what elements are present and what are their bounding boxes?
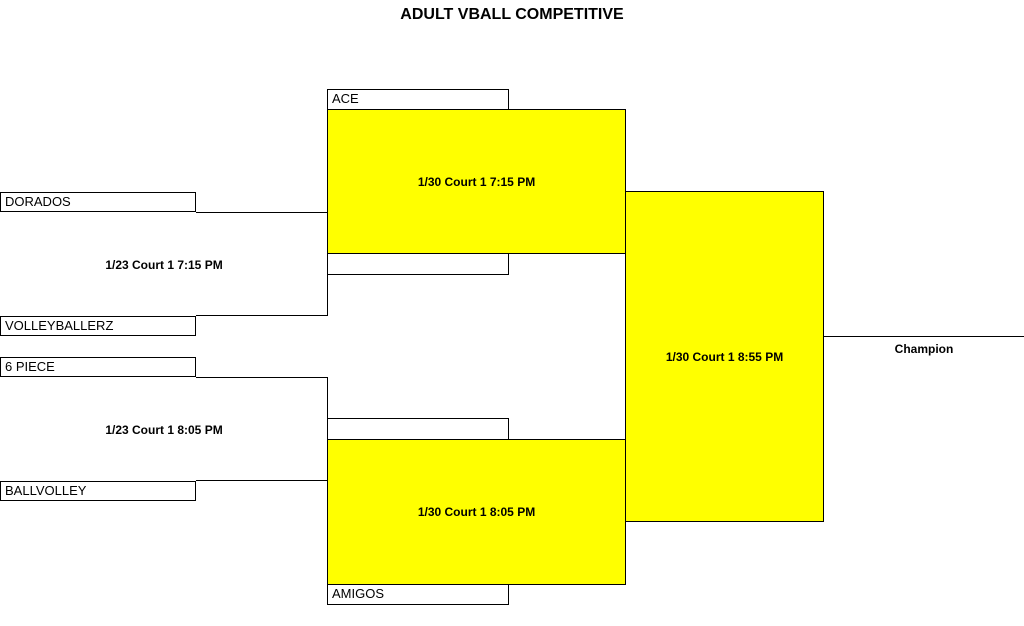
champion-label: Champion xyxy=(894,342,954,356)
team-slot-6-piece: 6 PIECE xyxy=(0,357,196,377)
team-slot-ace: ACE xyxy=(327,89,509,110)
bracket-title: ADULT VBALL COMPETITIVE xyxy=(400,6,624,23)
team-slot-r2-empty-1 xyxy=(327,253,509,275)
match-label-r2-1: 1/30 Court 1 7:15 PM xyxy=(417,175,536,189)
team-slot-ballvolley: BALLVOLLEY xyxy=(0,481,196,501)
connector-line xyxy=(196,212,328,213)
match-label-r2-2: 1/30 Court 1 8:05 PM xyxy=(417,505,536,519)
match-box-r2-1 xyxy=(327,109,626,254)
match-label-r1-2: 1/23 Court 1 8:05 PM xyxy=(105,423,223,437)
connector-line xyxy=(196,315,328,316)
match-label-final: 1/30 Court 1 8:55 PM xyxy=(665,350,784,364)
team-slot-dorados: DORADOS xyxy=(0,192,196,212)
connector-line xyxy=(196,377,328,378)
match-label-r1-1: 1/23 Court 1 7:15 PM xyxy=(105,258,223,272)
team-slot-volleyballerz: VOLLEYBALLERZ xyxy=(0,316,196,336)
team-slot-r2-empty-2 xyxy=(327,418,509,440)
match-box-r2-2 xyxy=(327,439,626,585)
connector-line xyxy=(196,480,328,481)
match-box-final xyxy=(625,191,824,522)
team-slot-amigos: AMIGOS xyxy=(327,584,509,605)
champion-line xyxy=(824,336,1024,337)
